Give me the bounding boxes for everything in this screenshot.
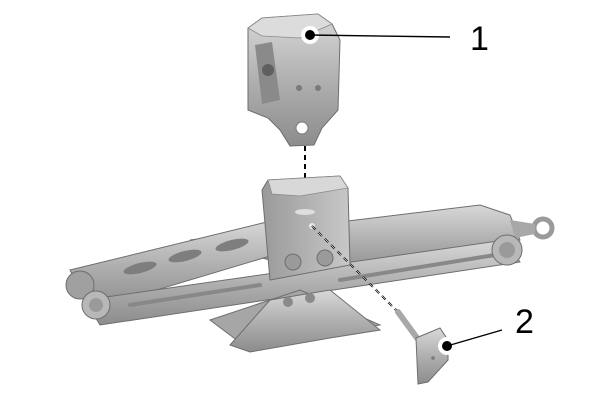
callout-number-1: 1 bbox=[470, 20, 489, 58]
callout-1-leader bbox=[301, 26, 451, 44]
scissor-jack-body bbox=[65, 175, 555, 353]
jack-head-adapter bbox=[247, 13, 341, 147]
callout-number-2: 2 bbox=[515, 303, 534, 341]
callout-2-leader bbox=[438, 329, 503, 355]
